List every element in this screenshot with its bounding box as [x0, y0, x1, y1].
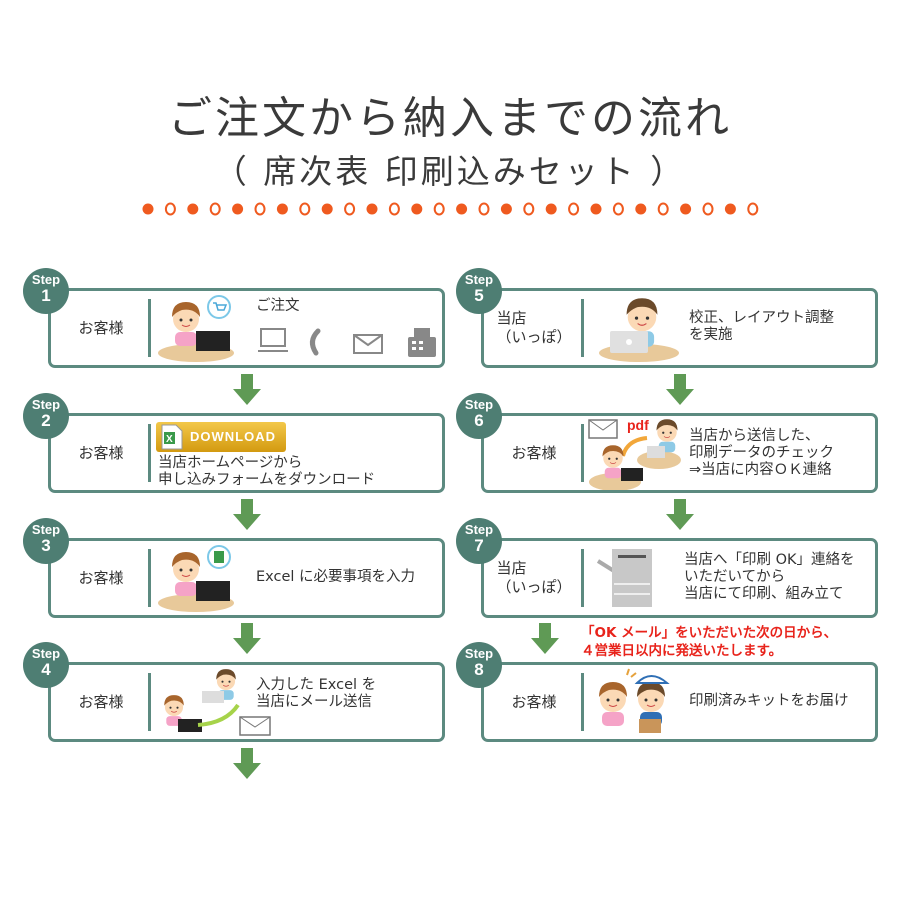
dot: [232, 203, 244, 215]
dot: [456, 203, 468, 215]
actor-label: お客様: [78, 443, 124, 462]
pdf-label: pdf: [627, 417, 649, 433]
dot: [478, 202, 490, 216]
down-arrow-icon: [233, 748, 261, 779]
down-arrow-icon: [666, 499, 694, 530]
dot: [276, 203, 288, 215]
divider: [148, 424, 151, 482]
step-description: 当店へ「印刷 OK」連絡を いただいてから 当店にて印刷、組み立て: [684, 552, 855, 602]
dotted-divider: [142, 202, 759, 216]
dot: [568, 202, 580, 216]
actor-label: お客様: [78, 318, 124, 337]
shipping-note: 「OK メール」をいただいた次の日から、 ４営業日以内に発送いたします。: [581, 625, 838, 659]
step-description: Excel に必要事項を入力: [256, 569, 416, 585]
contact-icons: [258, 328, 436, 357]
dot: [523, 202, 535, 216]
down-arrow-icon: [233, 499, 261, 530]
actor-label: お客様: [78, 692, 124, 711]
dot: [321, 203, 333, 215]
step-description: 当店から送信した、 印刷データのチェック ⇒当店に内容ＯＫ連絡: [689, 427, 834, 478]
dot: [500, 203, 512, 215]
step-description: ご注文: [256, 298, 300, 314]
divider: [148, 549, 151, 607]
dot: [344, 202, 356, 216]
step-box-7: 当店 （いっぽ） 当店へ「印刷 OK」連絡を いただいてから 当店にて印刷、組み…: [481, 538, 878, 618]
down-arrow-icon: [666, 374, 694, 405]
step-description: 校正、レイアウト調整 を実施: [689, 310, 834, 343]
divider: [581, 299, 584, 357]
page-subtitle: （ 席次表 印刷込みセット ）: [213, 152, 687, 191]
divider: [581, 424, 584, 482]
dot: [724, 203, 736, 215]
dot: [366, 203, 378, 215]
step-box-1: お客様 ご注文: [48, 288, 445, 368]
dot: [411, 203, 423, 215]
divider: [148, 673, 151, 731]
dot: [635, 203, 647, 215]
down-arrow-icon: [233, 374, 261, 405]
down-arrow-icon: [233, 623, 261, 654]
dot: [680, 203, 692, 215]
down-arrow-icon: [531, 623, 559, 654]
dot: [299, 202, 311, 216]
actor-label: お客様: [78, 568, 124, 587]
dot: [433, 202, 445, 216]
step-description: 当店ホームページから 申し込みフォームをダウンロード: [158, 455, 376, 488]
divider: [581, 673, 584, 731]
actor-label: お客様: [511, 692, 557, 711]
dot: [657, 202, 669, 216]
dot: [747, 202, 759, 216]
actor-label: 当店 （いっぽ）: [496, 559, 572, 596]
dot: [164, 202, 176, 216]
svg-text:X: X: [166, 434, 174, 445]
step-box-4: お客様 入力した Excel を 当店にメール送信: [48, 662, 445, 742]
page-title: ご注文から納入までの流れ: [168, 93, 732, 144]
step-box-6: お客様 pdf 当店から送信した、 印刷データのチェック ⇒当店に内容ＯＫ連絡: [481, 413, 878, 493]
actor-label: お客様: [511, 443, 557, 462]
step-description: 入力した Excel を 当店にメール送信: [256, 677, 377, 710]
dot: [142, 203, 154, 215]
dot: [545, 203, 557, 215]
dot: [187, 203, 199, 215]
step-description: 印刷済みキットをお届け: [689, 693, 849, 709]
step-box-5: 当店 （いっぽ） 校正、レイアウト調整 を実施: [481, 288, 878, 368]
step-box-3: お客様 Excel に必要事項を入力: [48, 538, 445, 618]
dot: [590, 203, 602, 215]
dot: [702, 202, 714, 216]
dot: [209, 202, 221, 216]
dot: [388, 202, 400, 216]
divider: [581, 549, 584, 607]
excel-file-icon: X: [161, 424, 183, 450]
dot: [612, 202, 624, 216]
dot: [254, 202, 266, 216]
divider: [148, 299, 151, 357]
step-box-8: お客様 印刷済みキットをお届け: [481, 662, 878, 742]
actor-label: 当店 （いっぽ）: [496, 309, 572, 346]
